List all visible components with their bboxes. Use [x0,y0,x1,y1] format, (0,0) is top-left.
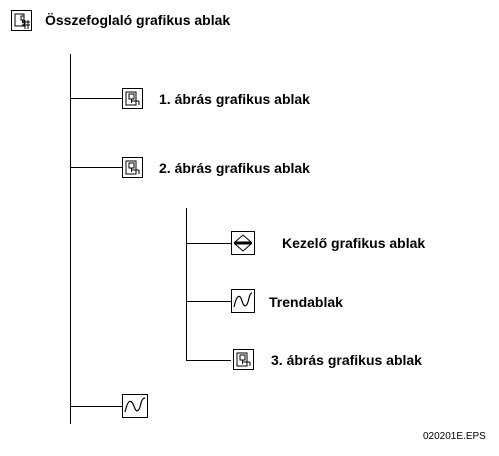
trend-icon [231,289,255,313]
figure-code: 020201E.EPS [423,431,486,442]
child-label-1: 1. ábrás grafikus ablak [159,91,310,107]
control-window-icon [231,231,255,255]
graphic-window-icon [233,349,254,370]
branch-line-4 [70,406,122,407]
graphic-window-icon [122,88,143,109]
sub-child-label-1: Kezelő grafikus ablak [282,235,426,251]
sub-branch-line-3 [186,360,231,361]
overview-graphic-window-icon [11,10,32,31]
branch-line-2 [70,167,122,168]
root-trunk-line [70,54,71,424]
trend-icon [122,394,148,418]
sub-branch-line-1 [186,243,231,244]
root-label: Összefoglaló grafikus ablak [45,12,231,28]
child-label-2: 2. ábrás grafikus ablak [159,160,310,176]
graphic-window-icon [122,157,143,178]
sub-child-label-2: Trendablak [269,294,343,310]
branch-line-1 [70,98,122,99]
sub-trunk-line [186,208,187,360]
sub-branch-line-2 [186,301,231,302]
sub-child-label-3: 3. ábrás grafikus ablak [271,352,422,368]
